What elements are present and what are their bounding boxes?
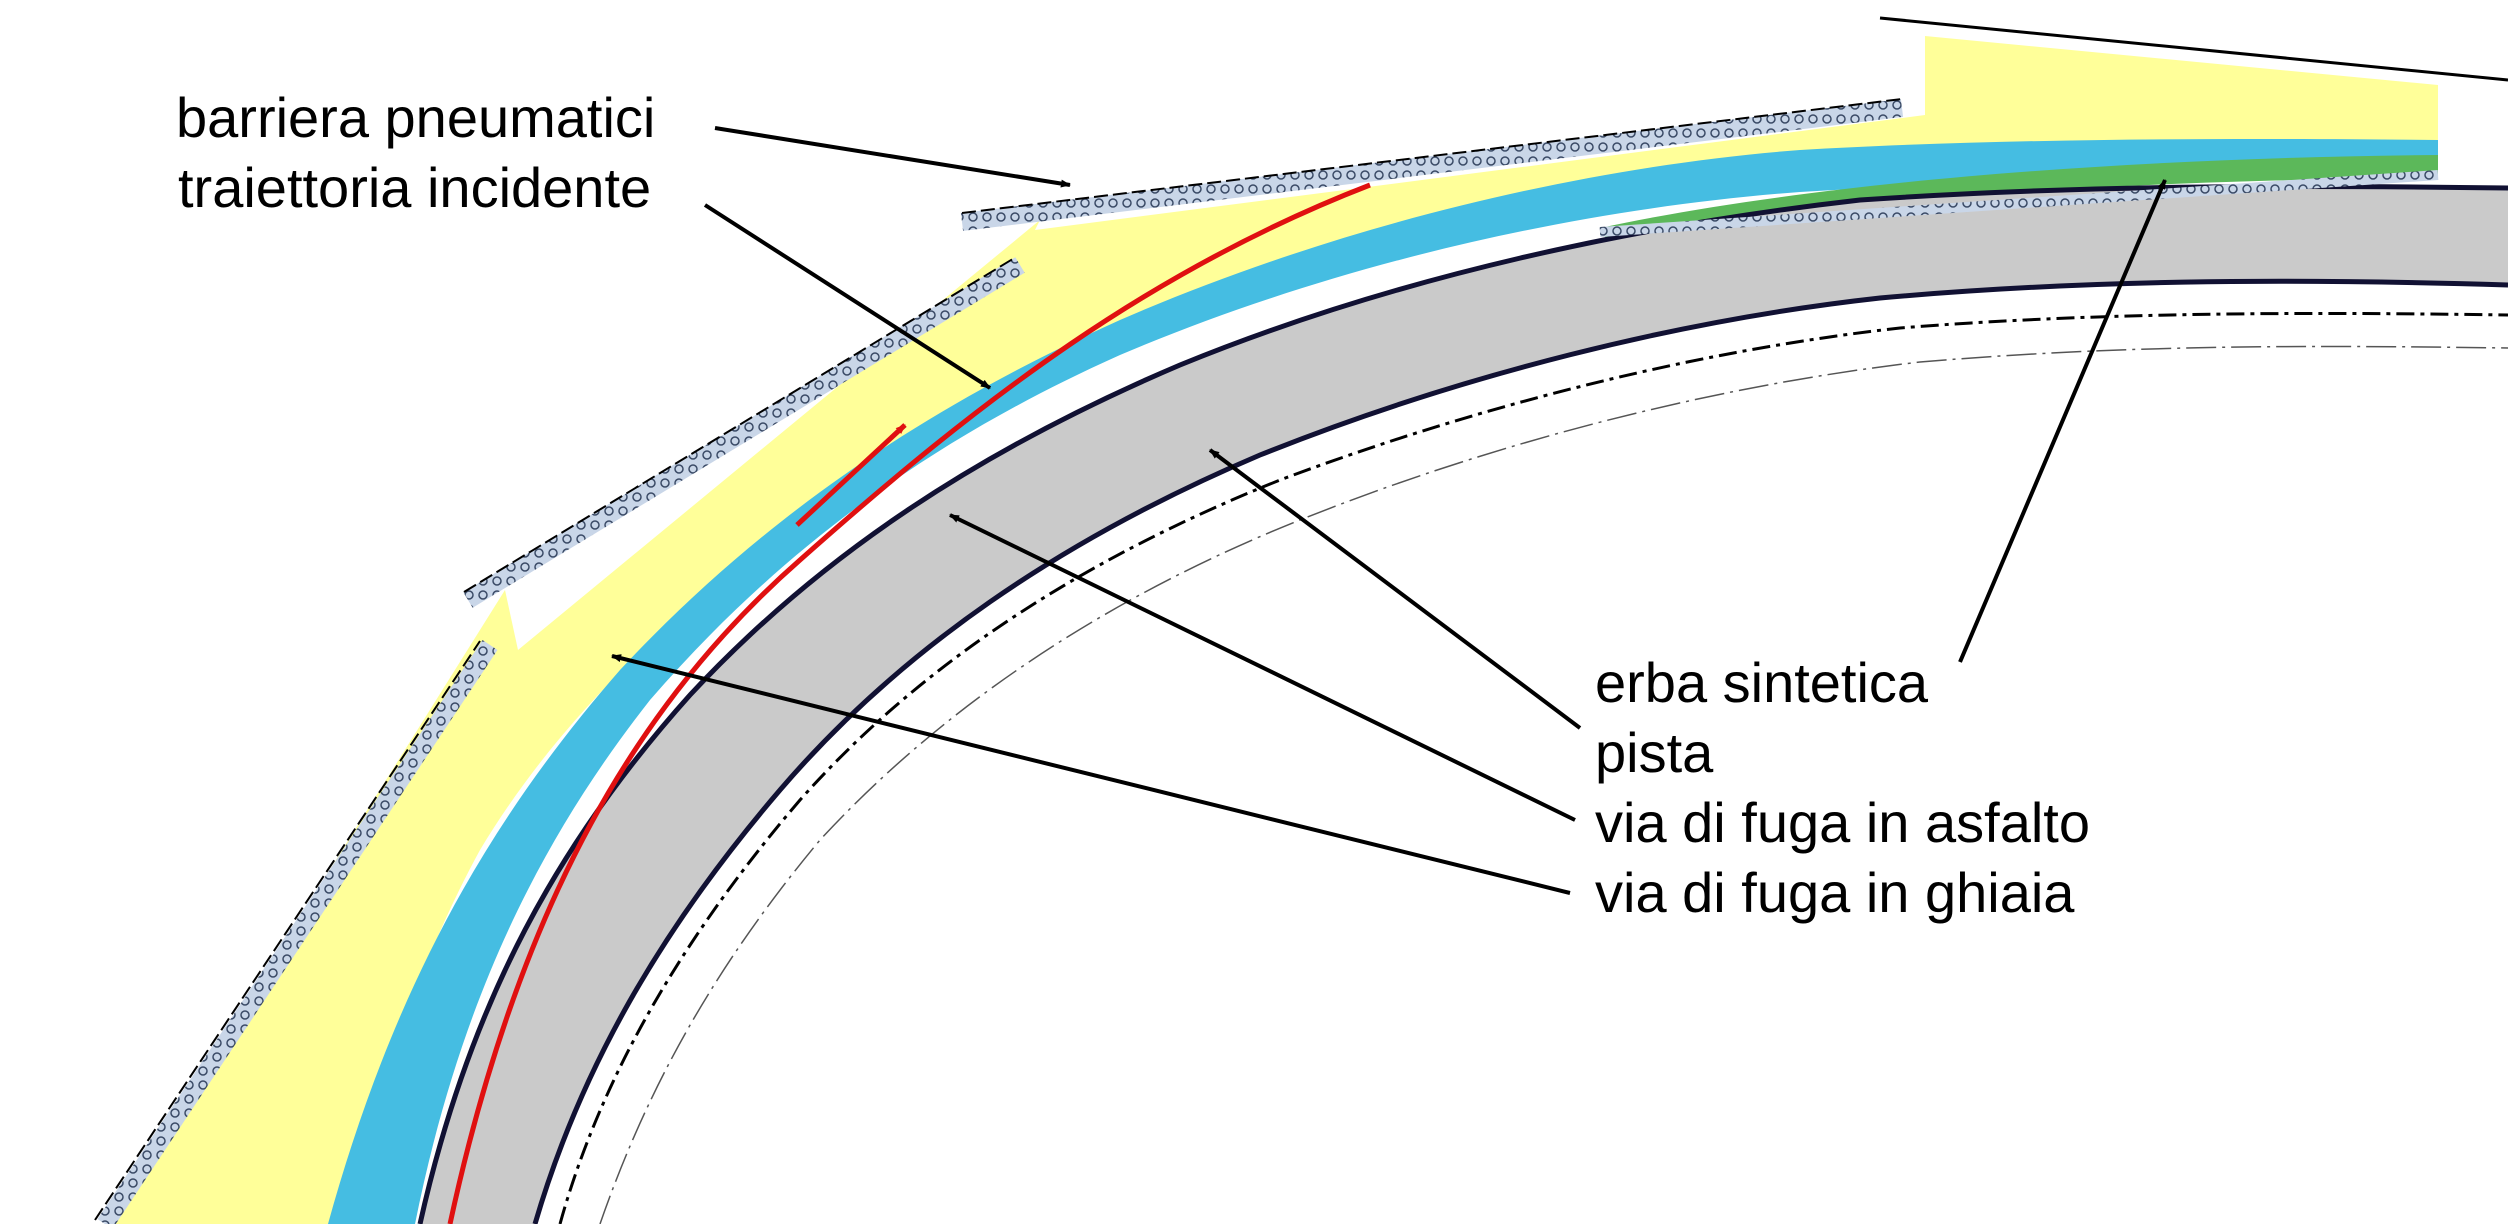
arrow-traiettoria xyxy=(703,203,992,390)
label-erba-sintetica: erba sintetica xyxy=(1595,651,1929,714)
arrow-ghiaia xyxy=(611,654,1571,895)
label-via-di-fuga-ghiaia: via di fuga in ghiaia xyxy=(1595,861,2075,924)
track-outer-edge xyxy=(417,183,2508,1224)
arrow-pista xyxy=(1208,448,1582,730)
gravel-runoff-area xyxy=(108,36,2438,1224)
inner-boundary-line xyxy=(599,345,2508,1224)
inner-fence-line xyxy=(558,311,2508,1224)
leader-arrows xyxy=(611,126,2167,895)
track-surface xyxy=(420,186,2508,1224)
label-traiettoria-incidente: traiettoria incidente xyxy=(178,156,651,219)
tire-barrier-group xyxy=(94,16,2508,1224)
track-inner-edge xyxy=(532,278,2508,1224)
label-pista: pista xyxy=(1595,721,1714,784)
label-barriera-pneumatici: barriera pneumatici xyxy=(176,86,655,149)
label-via-di-fuga-asfalto: via di fuga in asfalto xyxy=(1595,791,2090,854)
arrow-asfalto xyxy=(949,513,1576,822)
arrow-barriera xyxy=(714,126,1071,188)
incident-trajectory-line xyxy=(447,182,1371,1224)
arrow-erba xyxy=(1958,179,2167,663)
synthetic-grass-strip xyxy=(1600,155,2438,245)
direction-arrow xyxy=(795,423,907,527)
